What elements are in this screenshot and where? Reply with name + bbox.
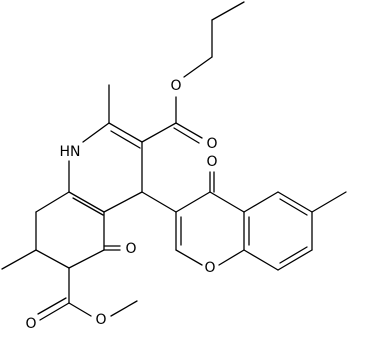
ring-bond — [175, 249, 203, 266]
atom-label-chromone-ring-oxygen: O — [204, 260, 215, 276]
ring-bond — [277, 191, 313, 213]
bond — [141, 122, 177, 143]
ring-bond — [35, 249, 70, 269]
bond — [183, 56, 213, 78]
dihydropyridine-ring — [68, 84, 143, 216]
methyl-ester-group — [37, 267, 138, 321]
methyl-bond — [1, 249, 37, 270]
atom-label-ester-oxygen-top: O — [170, 78, 181, 94]
atom-label-ketone-oxygen: O — [125, 241, 136, 257]
atom-label-ester-oxygen-bottom: O — [95, 312, 106, 328]
ring-double-bond — [279, 198, 308, 216]
carbonyl-bond — [173, 127, 200, 144]
atom-label-nh: HN — [60, 144, 81, 160]
propyl-ester-group — [141, 96, 203, 144]
ring-double-bond — [72, 197, 104, 216]
chromone-benzene-ring — [243, 191, 347, 271]
ring-bond — [218, 249, 245, 266]
ring-bond — [108, 122, 143, 143]
ring-bond — [209, 191, 245, 213]
atom-label-chromone-carbonyl-oxygen: O — [206, 154, 217, 170]
ring-bond — [243, 249, 279, 271]
ring-bond — [68, 249, 105, 269]
ring-bond — [103, 191, 143, 213]
carbonyl-bond — [37, 297, 67, 315]
ring-double-bond — [279, 246, 308, 264]
bond — [68, 302, 92, 317]
carbonyl-bond — [39, 302, 70, 321]
ring-bond — [35, 191, 70, 213]
atom-label-carbonyl-oxygen-bottom: O — [25, 316, 36, 332]
methyl-bond — [110, 300, 138, 317]
ring-double-bond — [110, 130, 141, 149]
cyclohexanone-ring — [1, 191, 121, 270]
ring-bond — [68, 191, 105, 213]
ring-bond — [277, 249, 313, 271]
atom-label-carbonyl-oxygen-top: O — [206, 136, 217, 152]
bond — [141, 191, 177, 213]
carbonyl-bond — [175, 122, 203, 139]
ring-bond — [175, 191, 211, 213]
bond — [211, 1, 245, 21]
ring-bond — [243, 191, 279, 213]
ring-bond — [82, 122, 110, 143]
propyl-group — [183, 1, 245, 78]
chromone-pyranone-ring — [175, 171, 245, 266]
methyl-bond — [311, 191, 347, 213]
